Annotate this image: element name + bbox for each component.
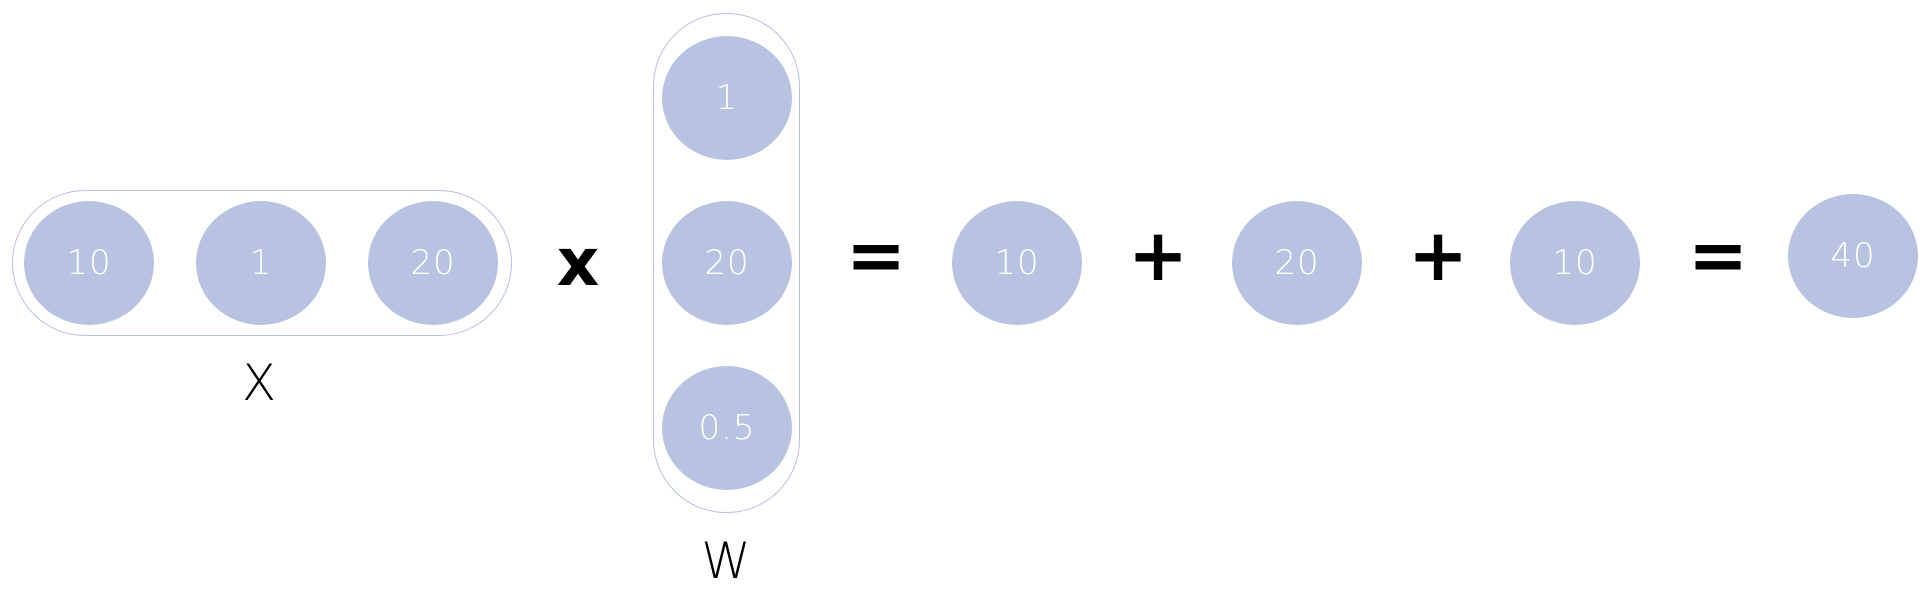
multiply-operator: x: [556, 224, 600, 301]
plus-operator-1: +: [1127, 213, 1189, 297]
product-term-1: 10: [952, 201, 1082, 325]
vector-x-element-2: 1: [196, 201, 326, 325]
vector-w-element-3: 0.5: [662, 366, 792, 490]
product-term-3: 10: [1510, 201, 1640, 325]
vector-w-label: W: [701, 532, 751, 590]
plus-operator-2: +: [1407, 213, 1469, 297]
vector-w-element-2: 20: [662, 201, 792, 325]
product-term-2: 20: [1232, 201, 1362, 325]
vector-x-label: X: [241, 354, 277, 412]
vector-x-element-1: 10: [24, 201, 154, 325]
vector-x-element-3: 20: [368, 201, 498, 325]
vector-x-container: [12, 190, 512, 336]
equals-operator-2: =: [1687, 213, 1749, 297]
result-value: 40: [1788, 194, 1918, 318]
vector-w-container: [653, 13, 800, 513]
vector-w-element-1: 1: [662, 36, 792, 160]
equals-operator-1: =: [845, 213, 907, 297]
